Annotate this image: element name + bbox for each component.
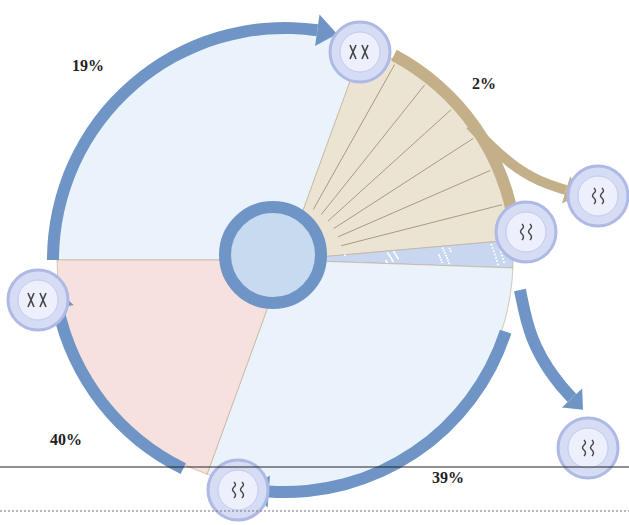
- speckle: [494, 254, 496, 256]
- speckle: [395, 254, 397, 256]
- percent-label: 2%: [472, 76, 496, 92]
- cell: [496, 202, 556, 262]
- sector-line: [321, 85, 424, 215]
- speckle: [502, 258, 504, 260]
- speckle: [387, 252, 389, 254]
- percent-label: 40%: [50, 432, 82, 448]
- sector-line: [328, 110, 451, 221]
- speckle: [448, 262, 450, 264]
- speckle: [440, 259, 442, 261]
- speckle: [391, 259, 393, 261]
- speckle: [392, 260, 394, 262]
- division-arrow-head: [562, 388, 583, 409]
- speckle: [396, 256, 398, 258]
- center-circle: [225, 207, 321, 303]
- speckle: [501, 254, 503, 256]
- sector-line: [341, 205, 502, 246]
- speckle: [443, 250, 445, 252]
- speckle: [496, 260, 498, 262]
- speckle: [497, 263, 499, 265]
- rule-line: [0, 467, 629, 468]
- speckle: [441, 261, 443, 263]
- speckle: [492, 247, 494, 249]
- cell: [330, 22, 390, 82]
- cell: [8, 270, 68, 330]
- speckle: [495, 257, 497, 259]
- speckle: [446, 257, 448, 259]
- sector-line: [334, 138, 473, 228]
- speckle: [493, 250, 495, 252]
- mitosis-arrow: [52, 307, 186, 474]
- speckle: [503, 261, 505, 263]
- percent-label: 19%: [72, 58, 104, 74]
- speckle: [439, 256, 441, 258]
- g0-arrow: [391, 50, 521, 229]
- g1-arrow: [47, 22, 318, 260]
- speckle: [438, 254, 440, 256]
- speckle: [442, 247, 444, 249]
- sector-line: [313, 65, 394, 210]
- cell: [568, 166, 628, 226]
- speckle: [394, 252, 396, 254]
- cell: [558, 418, 618, 478]
- speckle: [449, 247, 451, 249]
- speckle: [393, 251, 395, 253]
- division-arrow: [520, 290, 572, 398]
- g2-arrow: [268, 330, 511, 498]
- speckle: [385, 260, 387, 262]
- speckle: [344, 254, 346, 256]
- speckle: [397, 257, 399, 259]
- cycle-wheel: [47, 22, 521, 498]
- speckle: [445, 255, 447, 257]
- exit-arrow: [470, 125, 566, 190]
- speckle: [444, 252, 446, 254]
- speckle: [447, 260, 449, 262]
- speckle: [490, 244, 492, 246]
- percent-label: 39%: [432, 470, 464, 486]
- dotted-rule: [0, 511, 629, 512]
- speckle: [450, 250, 452, 252]
